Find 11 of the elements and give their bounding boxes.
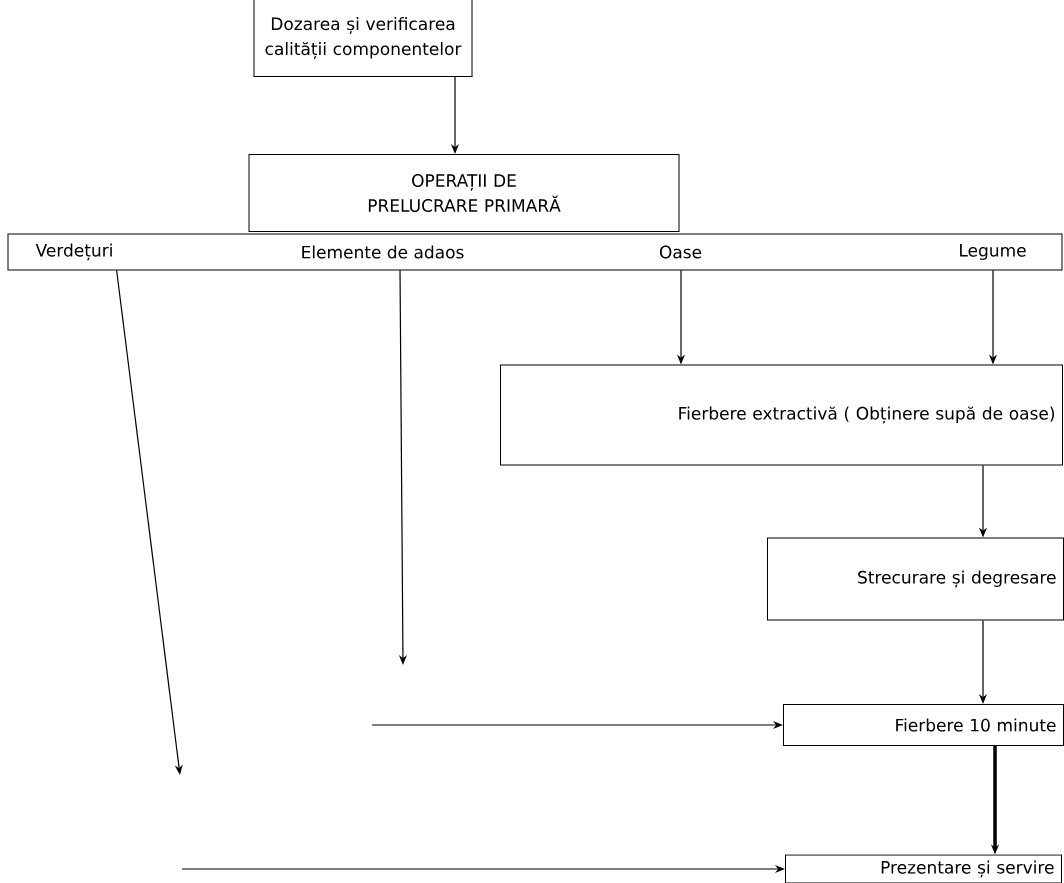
band-label: Legume [960, 244, 1026, 260]
band-label: Oase [659, 245, 702, 259]
process-box: Strecurare și degresare [767, 537, 1064, 621]
band-box [7, 233, 1063, 271]
process-box: Fierbere 10 minute [783, 704, 1064, 746]
process-box: Fierbere extractivă ( Obținere supă de oase) [500, 364, 1063, 466]
process-box: Dozarea și verificarea calității componentelor [253, 0, 473, 77]
band-label: Elemente de adaos [302, 245, 464, 259]
process-box: OPERAȚII DE PRELUCRARE PRIMARĂ [248, 154, 680, 232]
band-label: Verdețuri [35, 243, 112, 261]
process-box: Prezentare și servire [785, 854, 1062, 883]
